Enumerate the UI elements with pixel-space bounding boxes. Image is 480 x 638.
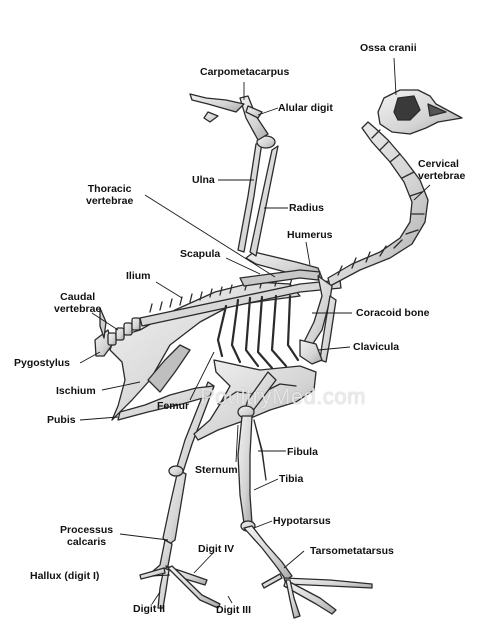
label-tibia: Tibia [279,473,304,485]
label-ilium: Ilium [126,270,151,282]
label-caudal-vertebrae: Caudal vertebrae [54,291,102,315]
leader-humerus [305,241,311,266]
leader-clavicula [317,346,351,351]
label-humerus: Humerus [287,229,333,241]
label-pygostylus: Pygostylus [14,357,71,369]
watermark: PoultryMed.com [200,384,366,409]
tail-vertebrae [94,307,141,357]
skull [377,89,463,135]
label-pubis: Pubis [47,414,76,426]
leader-tibia [253,478,279,491]
label-ulna: Ulna [192,174,215,186]
leader-caudal-vertebrae [91,312,119,331]
label-digit-iii: Digit III [216,604,251,616]
label-fibula: Fibula [287,446,318,458]
scapula [239,269,321,287]
label-cervical-vertebrae: Cervical vertebrae [418,158,466,182]
label-sternum: Sternum [195,464,238,476]
label-coracoid-bone: Coracoid bone [356,307,430,319]
leader-pygostylus [79,351,101,364]
leader-digit-ii [151,591,161,605]
left-leg [139,381,221,609]
leader-cervical-vertebrae [413,184,431,201]
leader-hypotarsus [253,520,273,529]
leader-digit-iv [193,551,215,574]
leader-thoracic-vertebrae [144,194,276,278]
leader-alular-digit [257,107,279,116]
label-hypotarsus: Hypotarsus [273,515,331,527]
label-hallux: Hallux (digit I) [30,570,100,582]
label-tarsometatarsus: Tarsometatarsus [310,545,394,557]
label-alular-digit: Alular digit [278,102,333,114]
leader-hallux [151,574,171,577]
ribs [216,294,300,370]
leader-scapula [225,257,261,275]
leader-processus-calcaris [119,533,169,541]
label-ischium: Ischium [56,385,96,397]
label-clavicula: Clavicula [353,341,400,353]
label-carpometacarpus: Carpometacarpus [200,66,290,78]
label-thoracic-vertebrae: Thoracic vertebrae [86,183,134,207]
leader-ossa-cranii [393,57,397,96]
neck [327,121,429,287]
shoulder-girdle [299,275,337,365]
wing [189,93,323,279]
leader-ilium [155,281,183,299]
label-radius: Radius [289,202,325,214]
label-digit-iv: Digit IV [198,543,235,555]
leader-tarsometatarsus [283,550,305,569]
label-digit-ii: Digit II [133,603,166,615]
leader-pubis [79,416,119,421]
label-processus-calcaris: Processus calcaris [60,524,114,548]
right-leg [237,371,373,619]
leader-lines [79,57,431,605]
leader-ischium [101,381,141,391]
thoracic-spine [139,277,342,327]
leader-femur [189,351,215,401]
label-scapula: Scapula [180,248,221,260]
leader-digit-iii [227,595,233,604]
label-femur: Femur [157,400,190,412]
label-ossa-cranii: Ossa cranii [360,42,417,54]
leader-sternum [235,424,239,463]
